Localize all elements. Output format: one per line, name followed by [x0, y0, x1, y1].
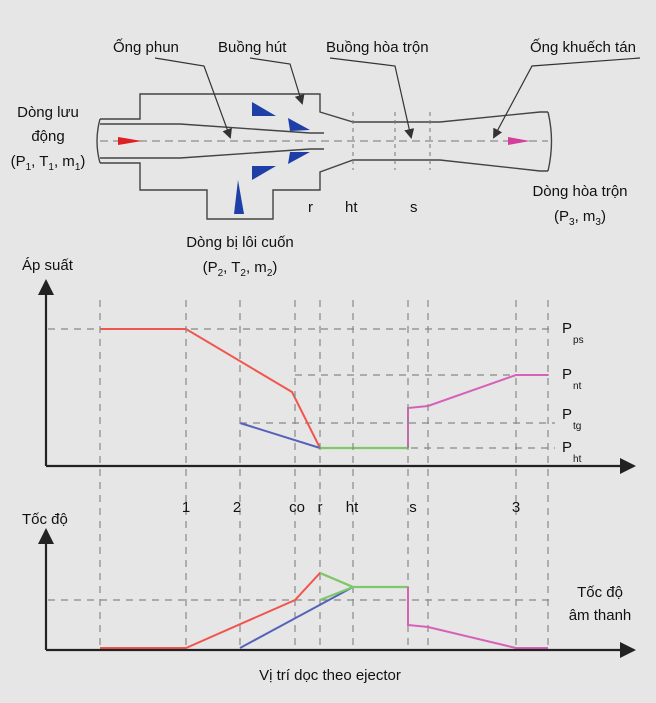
motive-flow-label-line1: Dòng lưu	[17, 104, 79, 121]
label-pointers	[154, 57, 641, 139]
mixed-outlet-arrow	[508, 137, 530, 145]
section-s-label: s	[410, 199, 418, 216]
velocity-diffuser-line	[407, 587, 548, 649]
ejector-body	[96, 93, 553, 220]
velocity-curves	[100, 571, 548, 649]
suction-arrow-lower-1	[288, 152, 310, 164]
position-label-3: 3	[512, 499, 520, 516]
diffuser-label: Ống khuếch tán	[530, 38, 636, 56]
mixing-chamber-label: Buồng hòa trộn	[326, 39, 429, 56]
section-ht-label: ht	[345, 199, 358, 216]
position-labels: 1 2 co r ht s 3	[182, 499, 520, 516]
level-label-ptg: Ptg	[562, 406, 581, 432]
pressure-axis-title: Áp suất	[22, 257, 74, 274]
suction-arrow-upper-2	[288, 118, 310, 131]
nozzle	[100, 123, 324, 159]
ejector-schematic: Ống phun Buồng hút Buồng hòa trộn Ống kh…	[11, 38, 641, 279]
level-label-pps: Pps	[562, 320, 584, 346]
pressure-entrained-line	[239, 422, 321, 449]
motive-flow-arrow	[118, 137, 142, 145]
mixed-flow-label: Dòng hòa trộn	[532, 183, 627, 200]
level-label-pht: Pht	[562, 439, 582, 465]
motive-flow-params: (P1, T1, m1)	[11, 153, 86, 173]
entrained-flow-params: (P2, T2, m2)	[203, 259, 278, 279]
sonic-speed-label-line1: Tốc độ	[577, 584, 623, 601]
suction-chamber-label: Buồng hút	[218, 39, 287, 56]
velocity-entrained-line	[239, 586, 354, 649]
position-label-ht: ht	[346, 499, 359, 516]
motive-flow-label-line2: động	[31, 128, 64, 145]
flow-arrows	[118, 102, 530, 214]
level-label-pnt: Pnt	[562, 366, 582, 392]
velocity-axis-title: Tốc độ	[22, 511, 68, 528]
pressure-diffuser-line	[407, 374, 548, 448]
suction-arrow-lower-2	[252, 166, 276, 180]
sonic-speed-label-line2: âm thanh	[569, 607, 632, 624]
pressure-motive-line	[100, 328, 321, 449]
position-label-1: 1	[182, 499, 190, 516]
position-label-co: co	[289, 499, 305, 516]
pressure-chart: Áp suất Pps Pnt Ptg Pht	[22, 257, 636, 474]
nozzle-label: Ống phun	[113, 38, 179, 56]
section-r-label: r	[308, 199, 313, 216]
mixed-flow-params: (P3, m3)	[554, 208, 606, 228]
position-label-s: s	[409, 499, 417, 516]
pressure-curves	[100, 328, 548, 450]
position-label-r: r	[318, 499, 323, 516]
position-label-2: 2	[233, 499, 241, 516]
velocity-chart: Tốc độ Tốc độ âm thanh Vị trí dọc theo e…	[22, 511, 636, 684]
velocity-motive-line	[100, 571, 408, 649]
entrained-inlet-arrow	[234, 180, 244, 214]
position-axis-title: Vị trí dọc theo ejector	[259, 667, 401, 684]
entrained-flow-label: Dòng bị lôi cuốn	[186, 234, 294, 251]
suction-arrow-upper-1	[252, 102, 276, 116]
